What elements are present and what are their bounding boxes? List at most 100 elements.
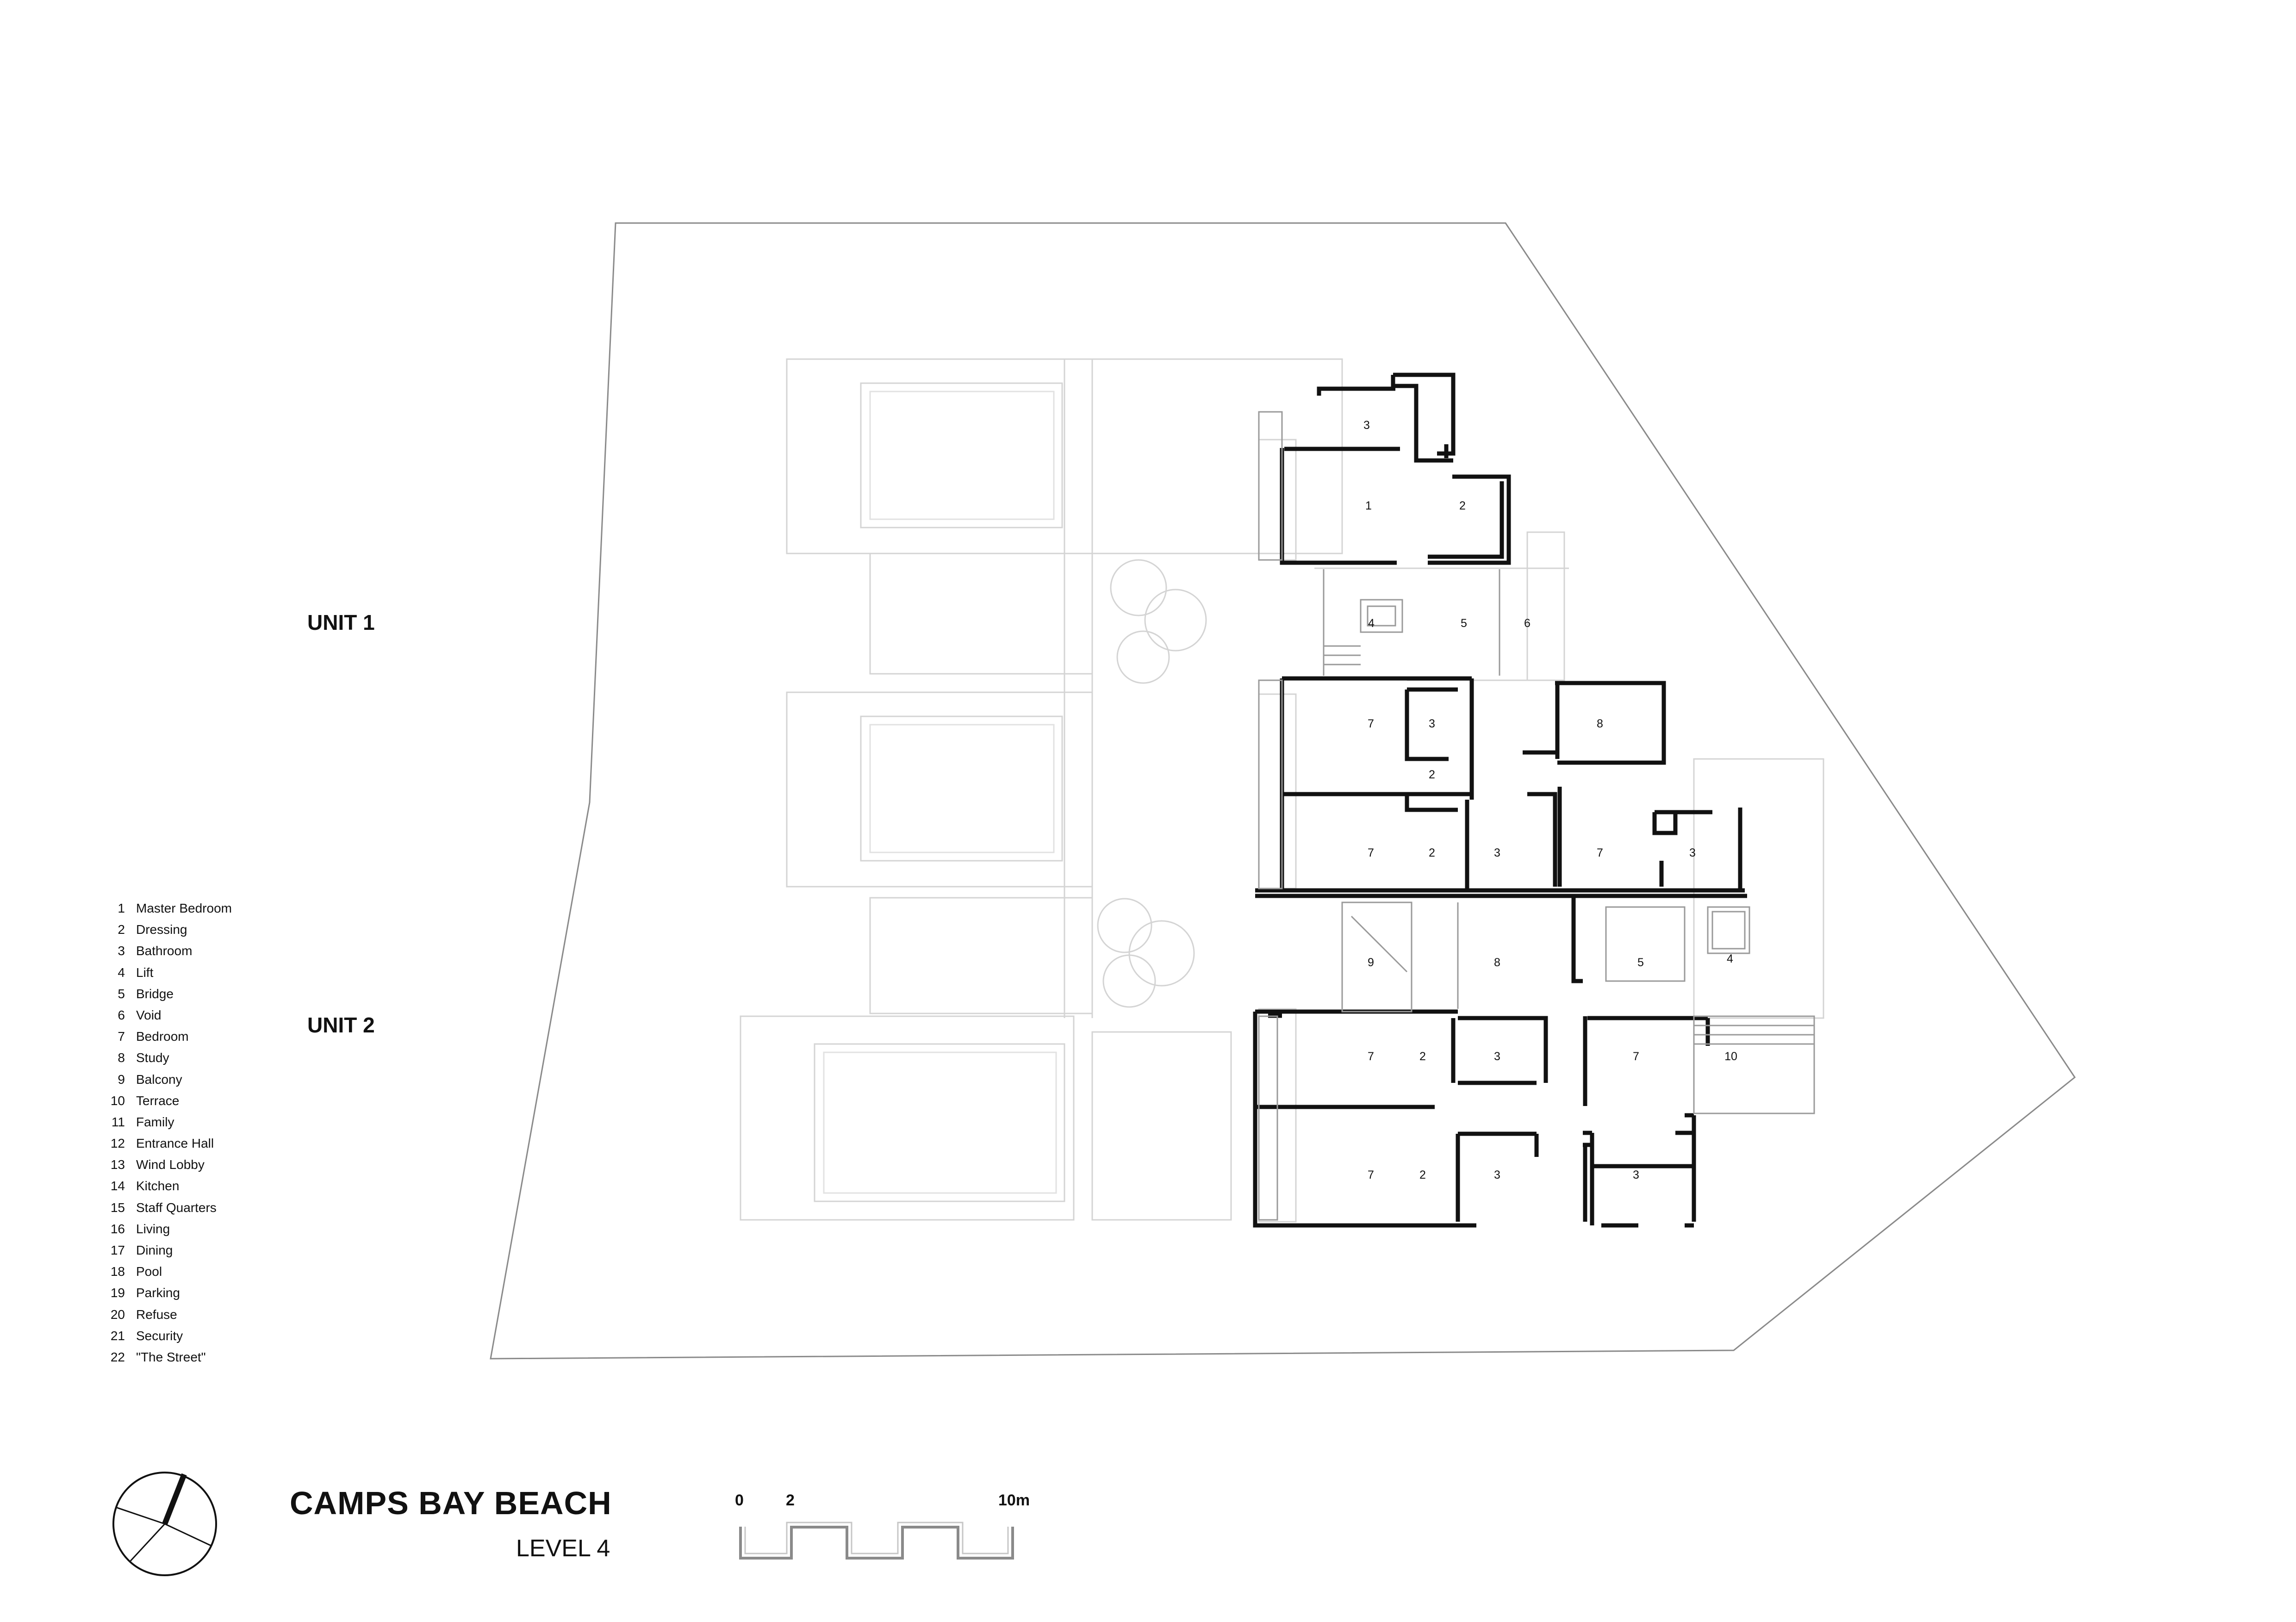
legend-item: 2 Dressing [106,919,232,940]
legend-number: 7 [118,1029,125,1044]
legend-number: 9 [118,1072,125,1087]
room-tags: 3 1 2 4 5 6 7 3 8 2 7 2 3 7 3 9 8 5 4 7 … [1363,419,1737,1181]
legend-label: Lift [136,965,154,980]
legend-number: 10 [110,1093,125,1108]
legend-label: Void [136,1007,162,1022]
legend-label: Bedroom [136,1029,189,1044]
legend-label: Family [136,1114,174,1129]
legend-label: Dressing [136,922,187,937]
unit-2-walls [1253,898,1710,1228]
legend-number: 13 [110,1157,125,1172]
legend-item: 10 Terrace [106,1090,232,1112]
legend-number: 1 [118,901,125,915]
unit-1-partitions [1258,411,1500,889]
legend-item: 16 Living [106,1218,232,1240]
room-tag: 7 [1597,846,1603,859]
legend-item: 15 Staff Quarters [106,1197,232,1218]
room-tag: 2 [1429,846,1435,859]
legend-label: Terrace [136,1093,180,1108]
room-tag: 5 [1461,617,1467,630]
legend-label: Balcony [136,1072,182,1087]
legend-item: 19 Parking [106,1282,232,1304]
legend-item: 17 Dining [106,1240,232,1261]
legend-label: Pool [136,1264,162,1279]
room-tag: 3 [1689,846,1696,859]
room-tag: 7 [1368,1168,1374,1181]
lower-level-ghost [740,358,1824,1223]
legend-item: 11 Family [106,1112,232,1133]
scale-bar-inner [744,1522,1009,1554]
room-tag: 7 [1368,717,1374,730]
legend-item: 18 Pool [106,1261,232,1282]
unit-1-walls [1255,373,1747,898]
legend-number: 11 [111,1114,125,1129]
legend-label: "The Street" [136,1349,206,1364]
legend-item: 4 Lift [106,962,232,983]
scale-bar [739,1526,1014,1560]
legend-item: 22 "The Street" [106,1347,232,1368]
legend-label: Dining [136,1243,173,1257]
project-title: CAMPS BAY BEACH [290,1485,612,1521]
legend-item: 20 Refuse [106,1304,232,1325]
room-tag: 4 [1368,617,1375,630]
legend-label: Bathroom [136,944,193,958]
legend-label: Kitchen [136,1179,180,1193]
room-tag: 7 [1368,1050,1374,1063]
legend-item: 9 Balcony [106,1069,232,1090]
scale-label-0: 0 [735,1491,744,1509]
site-boundary [490,222,2076,1360]
legend-number: 17 [110,1243,125,1257]
unit-2-partitions [1258,901,1815,1221]
room-tag: 8 [1597,717,1603,730]
legend-label: Wind Lobby [136,1157,205,1172]
legend-item: 12 Entrance Hall [106,1133,232,1154]
room-tag: 7 [1633,1050,1639,1063]
room-tag: 3 [1494,846,1500,859]
room-tag: 2 [1459,499,1466,512]
room-tag: 2 [1419,1050,1426,1063]
legend-number: 15 [110,1200,125,1215]
legend-number: 14 [110,1179,125,1193]
legend-item: 13 Wind Lobby [106,1154,232,1175]
legend-item: 14 Kitchen [106,1175,232,1197]
scale-label-10m: 10m [998,1491,1030,1509]
room-tag: 3 [1494,1050,1500,1063]
legend-number: 18 [110,1264,125,1279]
room-tag: 3 [1494,1168,1500,1181]
legend-number: 6 [118,1007,125,1022]
legend-number: 2 [118,922,125,937]
legend-number: 12 [110,1136,125,1151]
legend-label: Staff Quarters [136,1200,217,1215]
legend-label: Entrance Hall [136,1136,214,1151]
scale-label-2: 2 [786,1491,795,1509]
legend-number: 19 [110,1286,125,1300]
room-tag: 2 [1419,1168,1426,1181]
room-tag: 3 [1363,419,1370,432]
legend-number: 16 [110,1221,125,1236]
room-tag: 1 [1365,499,1372,512]
legend-label: Parking [136,1286,180,1300]
room-tag: 7 [1368,846,1374,859]
legend-item: 6 Void [106,1005,232,1026]
legend-label: Security [136,1328,183,1343]
room-tag: 8 [1494,956,1500,969]
room-tag: 3 [1633,1168,1639,1181]
legend-number: 20 [110,1307,125,1322]
legend-item: 7 Bedroom [106,1026,232,1047]
legend-number: 8 [118,1050,125,1065]
room-tag: 2 [1429,768,1435,781]
level-subtitle: LEVEL 4 [516,1535,610,1562]
room-tag: 3 [1429,717,1435,730]
legend-label: Living [136,1221,170,1236]
room-tag: 9 [1368,956,1374,969]
unit-2-label: UNIT 2 [307,1013,375,1037]
legend-label: Refuse [136,1307,177,1322]
legend-number: 4 [118,965,125,980]
legend-number: 22 [110,1349,125,1364]
